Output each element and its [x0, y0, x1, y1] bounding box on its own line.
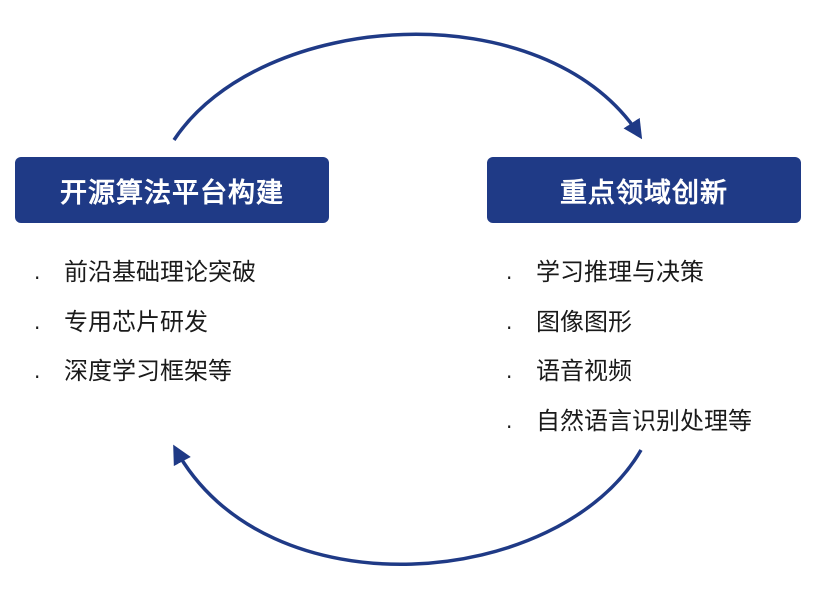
- key-domain-innovation-box: 重点领域创新: [487, 157, 801, 223]
- bullet-dot: .: [506, 359, 513, 383]
- list-item-text: 学习推理与决策: [536, 258, 704, 286]
- bullet-dot: .: [34, 260, 41, 284]
- open-source-platform-list: . 前沿基础理论突破 . 专用芯片研发 . 深度学习框架等: [34, 257, 256, 406]
- bullet-dot: .: [506, 260, 513, 284]
- key-domain-innovation-title: 重点领域创新: [560, 177, 728, 209]
- list-item-text: 专用芯片研发: [64, 307, 208, 336]
- list-item: . 专用芯片研发: [34, 307, 256, 357]
- list-item: . 前沿基础理论突破: [34, 257, 256, 307]
- list-item-text: 语音视频: [536, 357, 632, 385]
- list-item-text: 前沿基础理论突破: [64, 258, 256, 286]
- list-item-text: 图像图形: [536, 307, 632, 336]
- list-item-text: 自然语言识别处理等: [536, 406, 752, 435]
- list-item: . 语音视频: [506, 356, 752, 406]
- bottom-arc-arrow: [173, 444, 643, 566]
- open-source-platform-title: 开源算法平台构建: [60, 177, 284, 209]
- bullet-dot: .: [34, 359, 41, 383]
- list-item: . 图像图形: [506, 307, 752, 357]
- top-arc-arrow: [172, 32, 643, 141]
- key-domain-innovation-list: . 学习推理与决策 . 图像图形 . 语音视频 . 自然语言识别处理等: [506, 257, 752, 455]
- list-item-text: 深度学习框架等: [64, 357, 232, 385]
- list-item: . 自然语言识别处理等: [506, 406, 752, 456]
- list-item: . 深度学习框架等: [34, 356, 256, 406]
- bullet-dot: .: [506, 408, 513, 433]
- bullet-dot: .: [34, 309, 41, 334]
- open-source-platform-box: 开源算法平台构建: [15, 157, 329, 223]
- bullet-dot: .: [506, 309, 513, 334]
- list-item: . 学习推理与决策: [506, 257, 752, 307]
